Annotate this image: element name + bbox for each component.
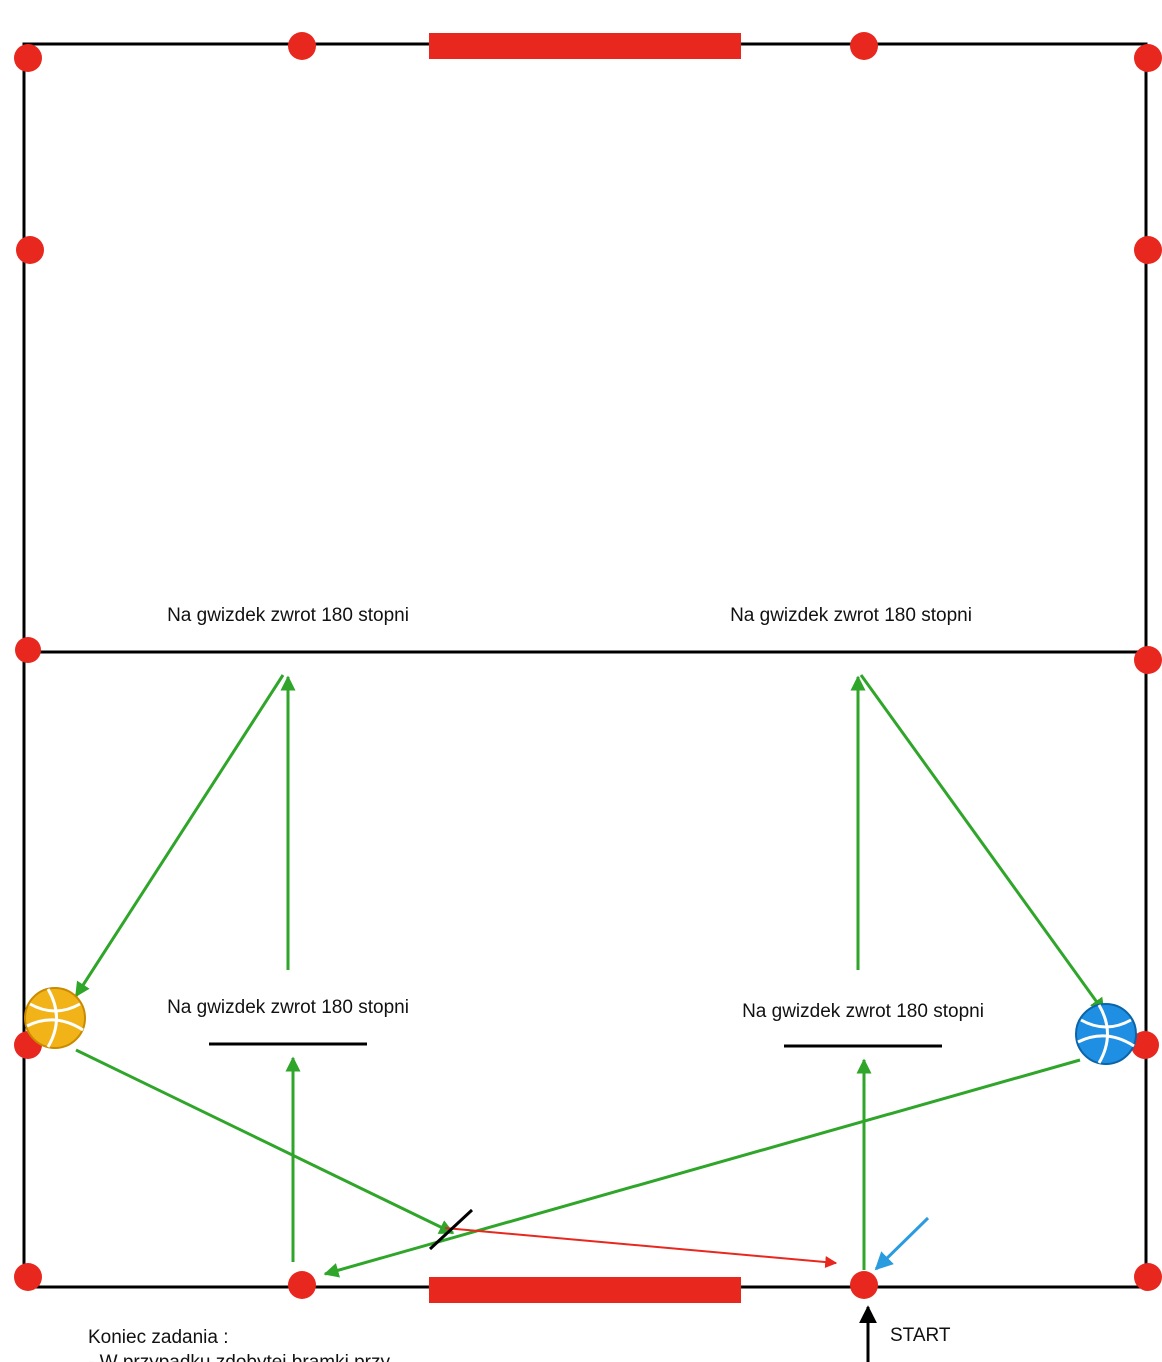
whistle-label-mid-right: Na gwizdek zwrot 180 stopni: [742, 1001, 984, 1022]
yellow-ball-icon: [24, 987, 86, 1049]
cone-icon: [1134, 44, 1162, 72]
run-arrow-left-diag: [74, 674, 285, 998]
whistle-label-mid-left: Na gwizdek zwrot 180 stopni: [167, 997, 409, 1018]
pass-arrow-blue: [323, 1058, 1081, 1278]
field-border: [22, 42, 1148, 1289]
goal-bottom: [429, 1277, 741, 1303]
cone-icon: [288, 32, 316, 60]
end-task-title: Koniec zadania :: [88, 1327, 229, 1348]
cone-icon: [16, 236, 44, 264]
blue-arrow: [874, 1216, 930, 1271]
whistle-label-top-left: Na gwizdek zwrot 180 stopni: [167, 605, 409, 626]
green-arrows: [74, 674, 1106, 1278]
run-arrow-right-diag: [859, 674, 1106, 1014]
cone-icon: [850, 1271, 878, 1299]
goal-top: [429, 33, 741, 59]
end-task-line1: - W przypadku zdobytej bramki przy: [88, 1352, 390, 1362]
cone-icon: [1131, 1031, 1159, 1059]
cone-icon: [1134, 646, 1162, 674]
cone-icon: [288, 1271, 316, 1299]
cone-icon: [14, 1263, 42, 1291]
start-label: START: [890, 1325, 951, 1346]
cone-icon: [1134, 1263, 1162, 1291]
whistle-label-top-right: Na gwizdek zwrot 180 stopni: [730, 605, 972, 626]
slash-mark: [428, 1208, 474, 1251]
blue-ball-icon: [1075, 1003, 1137, 1065]
cone-icon: [1134, 236, 1162, 264]
red-arrow: [444, 1227, 838, 1269]
cones: [14, 32, 1162, 1299]
cone-icon: [14, 44, 42, 72]
cone-icon: [850, 32, 878, 60]
cone-icon: [15, 637, 41, 663]
pass-arrow-yellow: [75, 1048, 455, 1235]
